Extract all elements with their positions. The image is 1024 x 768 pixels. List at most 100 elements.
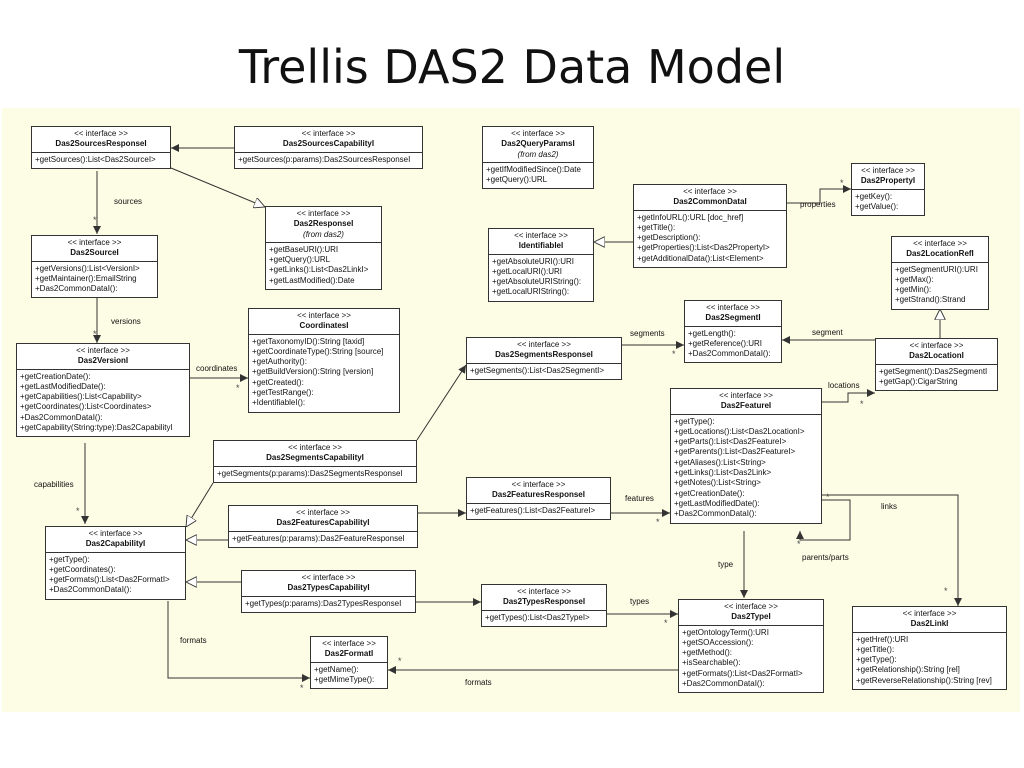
stereotype: << interface >>	[517, 587, 571, 596]
method: +getHref():URI	[856, 634, 909, 644]
stereotype: << interface >>	[719, 391, 773, 400]
interface-name: CoordinatesI	[299, 321, 349, 331]
stereotype: << interface >>	[517, 340, 571, 349]
method: +getType():	[856, 655, 897, 665]
interface-name: IdentifiableI	[518, 241, 564, 251]
method: +getBaseURI():URI	[269, 244, 339, 254]
interface-name: Das2FeaturesCapabilityI	[276, 518, 370, 528]
interface-note: (from das2)	[517, 149, 559, 159]
method: +getNotes():List<String>	[674, 478, 761, 488]
interface-types-response: << interface >>Das2TypesResponseI +getTy…	[481, 584, 607, 627]
interface-name: Das2SegmentI	[705, 313, 761, 323]
interface-capability: << interface >>Das2CapabilityI +getType(…	[45, 526, 186, 600]
stereotype: << interface >>	[67, 238, 122, 247]
method: +getTypes():List<Das2TypeI>	[485, 612, 590, 622]
method: +getValue():	[855, 201, 899, 211]
method: +getMimeType():	[314, 674, 375, 684]
method: +getReference():URI	[688, 338, 763, 348]
multiplicity-marker: *	[797, 539, 801, 549]
edge-label-formats-left: formats	[180, 636, 207, 645]
interface-name: Das2ResponseI	[293, 219, 354, 229]
multiplicity-marker: *	[93, 329, 97, 339]
multiplicity-marker: *	[944, 586, 948, 596]
edge-label-versions: versions	[111, 317, 141, 326]
edge-locations	[822, 389, 875, 403]
method: +getInfoURL():URL [doc_href]	[637, 212, 744, 222]
method: +Das2CommonDataI():	[35, 284, 118, 294]
interface-location-ref: << interface >>Das2LocationRefI +getSegm…	[891, 236, 989, 310]
interface-feature: << interface >>Das2FeatureI +getType():+…	[670, 388, 822, 524]
stereotype: << interface >>	[296, 508, 350, 517]
method: +getStrand():Strand	[895, 295, 966, 305]
interface-name: Das2LinkI	[910, 619, 949, 629]
method: +getOntologyTerm():URI	[682, 627, 769, 637]
method: +getCreationDate():	[20, 371, 91, 381]
edge-label-type: type	[718, 560, 734, 569]
edge-label-sources: sources	[114, 197, 143, 206]
method: +getLastModifiedDate():	[20, 381, 106, 391]
interface-segment: << interface >>Das2SegmentI +getLength()…	[684, 300, 782, 364]
stereotype: << interface >>	[288, 443, 342, 452]
multiplicity-marker: *	[76, 506, 80, 516]
edge-properties	[787, 185, 851, 204]
method: +getLocations():List<Das2LocationI>	[674, 426, 805, 436]
method: +getAdditionalData():List<Element>	[637, 253, 764, 263]
stereotype: << interface >>	[301, 129, 356, 138]
stereotype: << interface >>	[514, 231, 568, 240]
interface-name: Das2FeaturesResponseI	[492, 490, 585, 500]
interface-name: Das2SourceI	[70, 248, 119, 258]
method: +getAliases():List<String>	[674, 457, 766, 467]
method: +Das2CommonDataI():	[20, 412, 103, 422]
stereotype: << interface >>	[88, 529, 143, 538]
method: +Das2CommonDataI():	[682, 679, 765, 689]
interface-sources-capability: << interface >>Das2SourcesCapabilityI +g…	[234, 126, 423, 169]
method: +getMaintainer():EmailString	[35, 273, 137, 283]
stereotype: << interface >>	[297, 311, 351, 320]
method: +getRelationship():String [rel]	[856, 665, 960, 675]
interface-name: Das2FeatureI	[720, 401, 772, 411]
method: +getLocalURI():URI	[492, 266, 563, 276]
edge-parents-parts	[796, 499, 851, 541]
method: +getBuildVersion():String [version]	[252, 367, 374, 377]
method: +getLinks():List<Das2LinkI>	[269, 265, 369, 275]
method: +getParents():List<Das2FeatureI>	[674, 447, 796, 457]
stereotype: << interface >>	[706, 303, 760, 312]
edge-links	[822, 494, 962, 606]
stereotype: << interface >>	[511, 480, 566, 489]
method: +getName():	[314, 664, 359, 674]
method: +getCoordinates():	[49, 564, 116, 574]
interface-name: Das2TypesCapabilityI	[287, 583, 370, 593]
interface-name: Das2SourcesCapabilityI	[282, 139, 375, 149]
edge-label-properties: properties	[800, 200, 836, 209]
interface-identifiable: << interface >>IdentifiableI +getAbsolut…	[488, 228, 594, 302]
method: +getAuthority():	[252, 357, 307, 367]
interface-source: << interface >>Das2SourceI +getVersions(…	[31, 235, 158, 299]
edge-label-parents-parts: parents/parts	[802, 553, 849, 562]
edge-label-links: links	[881, 502, 898, 511]
method: +getLength():	[688, 328, 736, 338]
edge-label-coordinates: coordinates	[196, 364, 238, 373]
interface-link: << interface >>Das2LinkI +getHref():URI+…	[852, 606, 1007, 691]
method: +getIfModifiedSince():Date	[486, 164, 581, 174]
stereotype: << interface >>	[724, 602, 778, 611]
method: +getAbsoluteURI():URI	[492, 256, 575, 266]
stereotype: << interface >>	[301, 573, 356, 582]
multiplicity-marker: *	[672, 349, 676, 359]
method: +getSegments():List<Das2SegmentI>	[470, 365, 605, 375]
interface-common-data: << interface >>Das2CommonDataI +getInfoU…	[633, 184, 787, 269]
interface-features-capability: << interface >>Das2FeaturesCapabilityI +…	[228, 505, 418, 548]
interface-property: << interface >>Das2PropertyI +getKey():+…	[851, 163, 925, 217]
interface-sources-response: << interface >>Das2SourcesResponseI +get…	[31, 126, 171, 169]
edge-label-types: types	[630, 597, 650, 606]
interface-name: Das2SegmentsCapabilityI	[266, 453, 364, 463]
method: +getType():	[674, 416, 715, 426]
stereotype: << interface >>	[683, 187, 737, 196]
method: +Das2CommonDataI():	[674, 509, 757, 519]
interface-name: Das2TypeI	[731, 612, 771, 622]
multiplicity-marker: *	[398, 656, 402, 666]
method: +getMin():	[895, 285, 932, 295]
multiplicity-marker: *	[860, 399, 864, 409]
interface-response: << interface >>Das2ResponseI(from das2) …	[265, 206, 382, 291]
interface-segments-capability: << interface >>Das2SegmentsCapabilityI +…	[213, 440, 417, 483]
method: +getMethod():	[682, 648, 733, 658]
